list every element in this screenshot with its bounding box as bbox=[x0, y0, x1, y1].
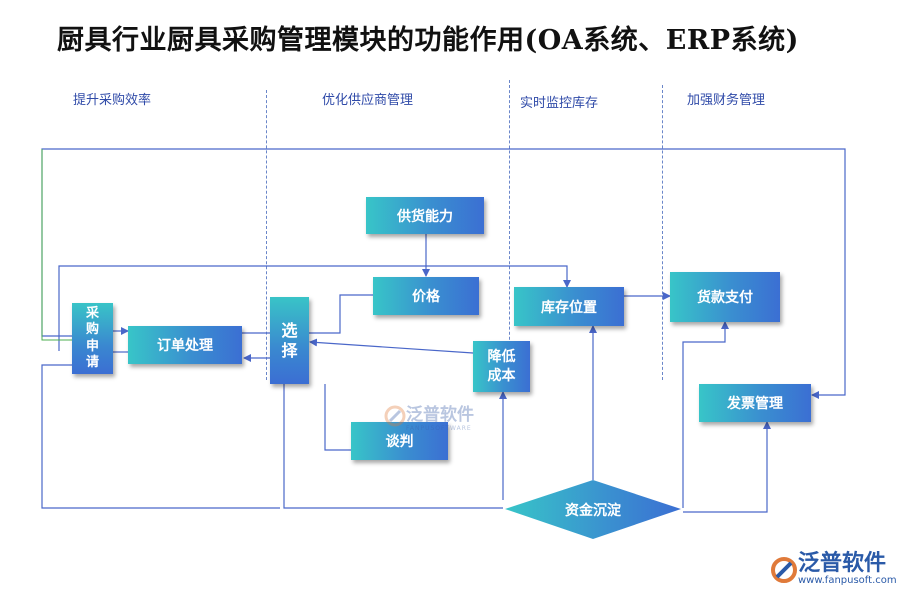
brand-logo: 泛普软件 www.fanpusoft.com bbox=[770, 553, 897, 586]
node-supply-capacity[interactable]: 供货能力 bbox=[366, 197, 484, 234]
node-inventory-location[interactable]: 库存位置 bbox=[514, 287, 624, 326]
column-divider-2 bbox=[509, 80, 510, 380]
node-price[interactable]: 价格 bbox=[373, 277, 479, 315]
brand-url: www.fanpusoft.com bbox=[798, 575, 897, 586]
column-heading-inventory-monitoring: 实时监控库存 bbox=[520, 96, 599, 111]
column-heading-purchase-efficiency: 提升采购效率 bbox=[73, 93, 152, 108]
node-purchase-request[interactable]: 采 购 申 请 bbox=[72, 303, 113, 374]
fanpu-brand-icon bbox=[771, 556, 797, 583]
connector-request-to-invoice bbox=[41, 148, 846, 399]
watermark-name: 泛普软件 bbox=[406, 405, 474, 425]
fanpu-logo-icon bbox=[384, 405, 406, 427]
diamond-shape bbox=[505, 480, 681, 539]
connector-capital-to-invoice bbox=[683, 421, 771, 513]
column-divider-1 bbox=[266, 90, 267, 380]
connector-green-line bbox=[41, 149, 72, 341]
node-negotiation[interactable]: 谈判 bbox=[351, 422, 448, 460]
watermark-sub: FANPUSOFTWARE bbox=[406, 425, 472, 432]
connector-loop-to-request bbox=[41, 361, 280, 509]
connector-select-to-capital bbox=[283, 384, 503, 509]
capital-sediment-label: 资金沉淀 bbox=[565, 502, 621, 519]
connector-order-to-inventory bbox=[58, 265, 571, 351]
connector-reduce-to-select bbox=[309, 338, 474, 354]
node-payment[interactable]: 货款支付 bbox=[670, 272, 780, 322]
connector-capital-to-payment bbox=[682, 321, 729, 508]
watermark: 泛普软件 FANPUSOFTWARE bbox=[384, 400, 474, 432]
column-heading-financial-management: 加强财务管理 bbox=[687, 93, 766, 108]
brand-name: 泛普软件 bbox=[798, 551, 887, 576]
column-heading-supplier-management: 优化供应商管理 bbox=[322, 93, 414, 108]
connector-price-to-select bbox=[309, 294, 373, 334]
node-select[interactable]: 选 择 bbox=[270, 297, 309, 384]
node-reduce-cost[interactable]: 降低 成本 bbox=[473, 341, 530, 392]
diagram-title: 厨具行业厨具采购管理模块的功能作用(OA系统、ERP系统) bbox=[57, 25, 799, 56]
connector-negotiation-to-select bbox=[324, 384, 351, 451]
node-capital-sediment[interactable]: 资金沉淀 bbox=[503, 478, 683, 541]
node-invoice-management[interactable]: 发票管理 bbox=[699, 384, 811, 422]
node-order-processing[interactable]: 订单处理 bbox=[128, 326, 242, 364]
column-divider-3 bbox=[662, 85, 663, 380]
